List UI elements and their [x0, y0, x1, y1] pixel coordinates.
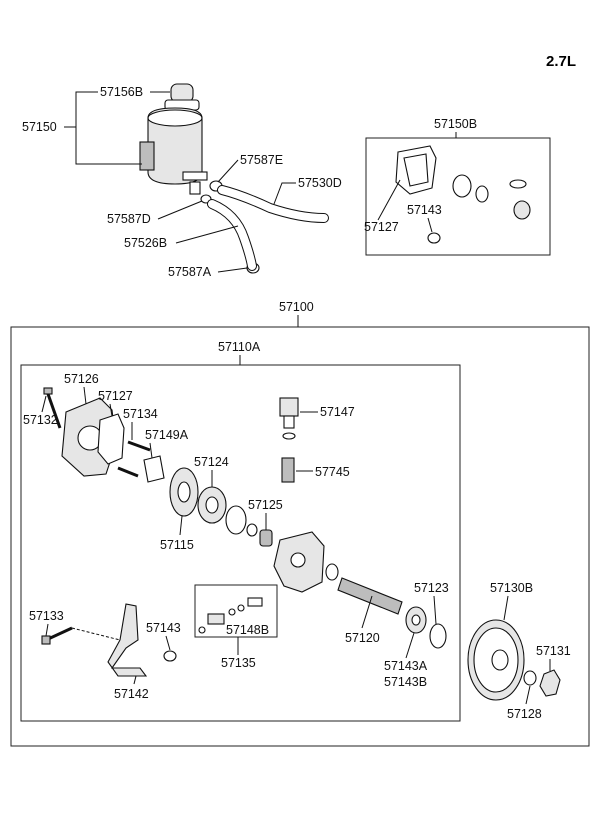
label-57156b: 57156B [100, 85, 143, 99]
bushing-57149a [143, 455, 165, 483]
label-57100: 57100 [279, 300, 314, 314]
reservoir-cap [170, 83, 194, 103]
label-57587e: 57587E [240, 153, 283, 167]
label-57132: 57132 [23, 413, 58, 427]
shaft-seal [325, 563, 339, 581]
kit-washer [509, 179, 527, 189]
oring-large-57125 [225, 505, 247, 535]
hose-57526b [208, 200, 256, 270]
reservoir-outlet-lower [189, 181, 201, 195]
pin-57134-upper [127, 440, 151, 452]
label-57128: 57128 [507, 707, 542, 721]
label-57135: 57135 [221, 656, 256, 670]
label-57133: 57133 [29, 609, 64, 623]
bolt-57132 [43, 387, 62, 429]
kit-gasket-inner [403, 153, 429, 187]
label-57745: 57745 [315, 465, 350, 479]
label-57150b: 57150B [434, 117, 477, 131]
label-57143b: 57143B [384, 675, 427, 689]
kit-oring-large [452, 174, 472, 198]
leader-57150 [75, 91, 142, 165]
label-57147: 57147 [320, 405, 355, 419]
label-57123: 57123 [414, 581, 449, 595]
label-57131: 57131 [536, 644, 571, 658]
label-57120: 57120 [345, 631, 380, 645]
reservoir-outlet [182, 171, 208, 181]
reservoir-bracket [139, 141, 155, 171]
label-57126: 57126 [64, 372, 99, 386]
valve-parts-box [194, 584, 278, 638]
label-57149a: 57149A [145, 428, 189, 442]
label-57110a: 57110A [218, 340, 261, 354]
nut-57131 [539, 669, 561, 697]
spring-57125 [259, 529, 273, 547]
label-57150: 57150 [22, 120, 57, 134]
pump-subassembly-box [20, 364, 461, 722]
valve-plug [247, 597, 263, 607]
valve-body [207, 613, 225, 625]
label-57127: 57127 [98, 389, 133, 403]
oring-small [246, 523, 258, 537]
label-57125: 57125 [248, 498, 283, 512]
label-57127-kit: 57127 [364, 220, 399, 234]
gasket-57127 [97, 413, 125, 465]
kit-oring-small [475, 185, 489, 203]
bracket-57142 [107, 603, 148, 677]
pump-assembly-box [10, 326, 590, 747]
label-57143-pump: 57143 [146, 621, 181, 635]
reservoir-assembly [139, 83, 208, 195]
label-57148b: 57148B [226, 623, 269, 637]
seal-kit-box [365, 137, 551, 256]
label-57143a: 57143A [384, 659, 428, 673]
oring-57143-pump [163, 650, 177, 662]
label-57143-kit: 57143 [407, 203, 442, 217]
hose-57530d [218, 186, 328, 222]
fitting-57147 [279, 397, 299, 417]
label-57587d: 57587D [107, 212, 151, 226]
label-57130b: 57130B [490, 581, 533, 595]
shaft-57120 [337, 577, 403, 615]
label-57526b: 57526B [124, 236, 167, 250]
label-57587a: 57587A [168, 265, 212, 279]
label-57530d: 57530D [298, 176, 342, 190]
kit-oring-57143 [427, 232, 441, 244]
reservoir-top [147, 109, 203, 127]
spring-57745 [281, 457, 295, 483]
label-57124: 57124 [194, 455, 229, 469]
snap-ring-57123 [429, 623, 447, 649]
washer-57128 [523, 670, 537, 686]
label-57134: 57134 [123, 407, 158, 421]
label-57115: 57115 [160, 538, 194, 552]
label-57142: 57142 [114, 687, 149, 701]
kit-seal [513, 200, 531, 220]
engine-label: 2.7L [546, 53, 576, 70]
pin-57134-lower [117, 466, 139, 478]
